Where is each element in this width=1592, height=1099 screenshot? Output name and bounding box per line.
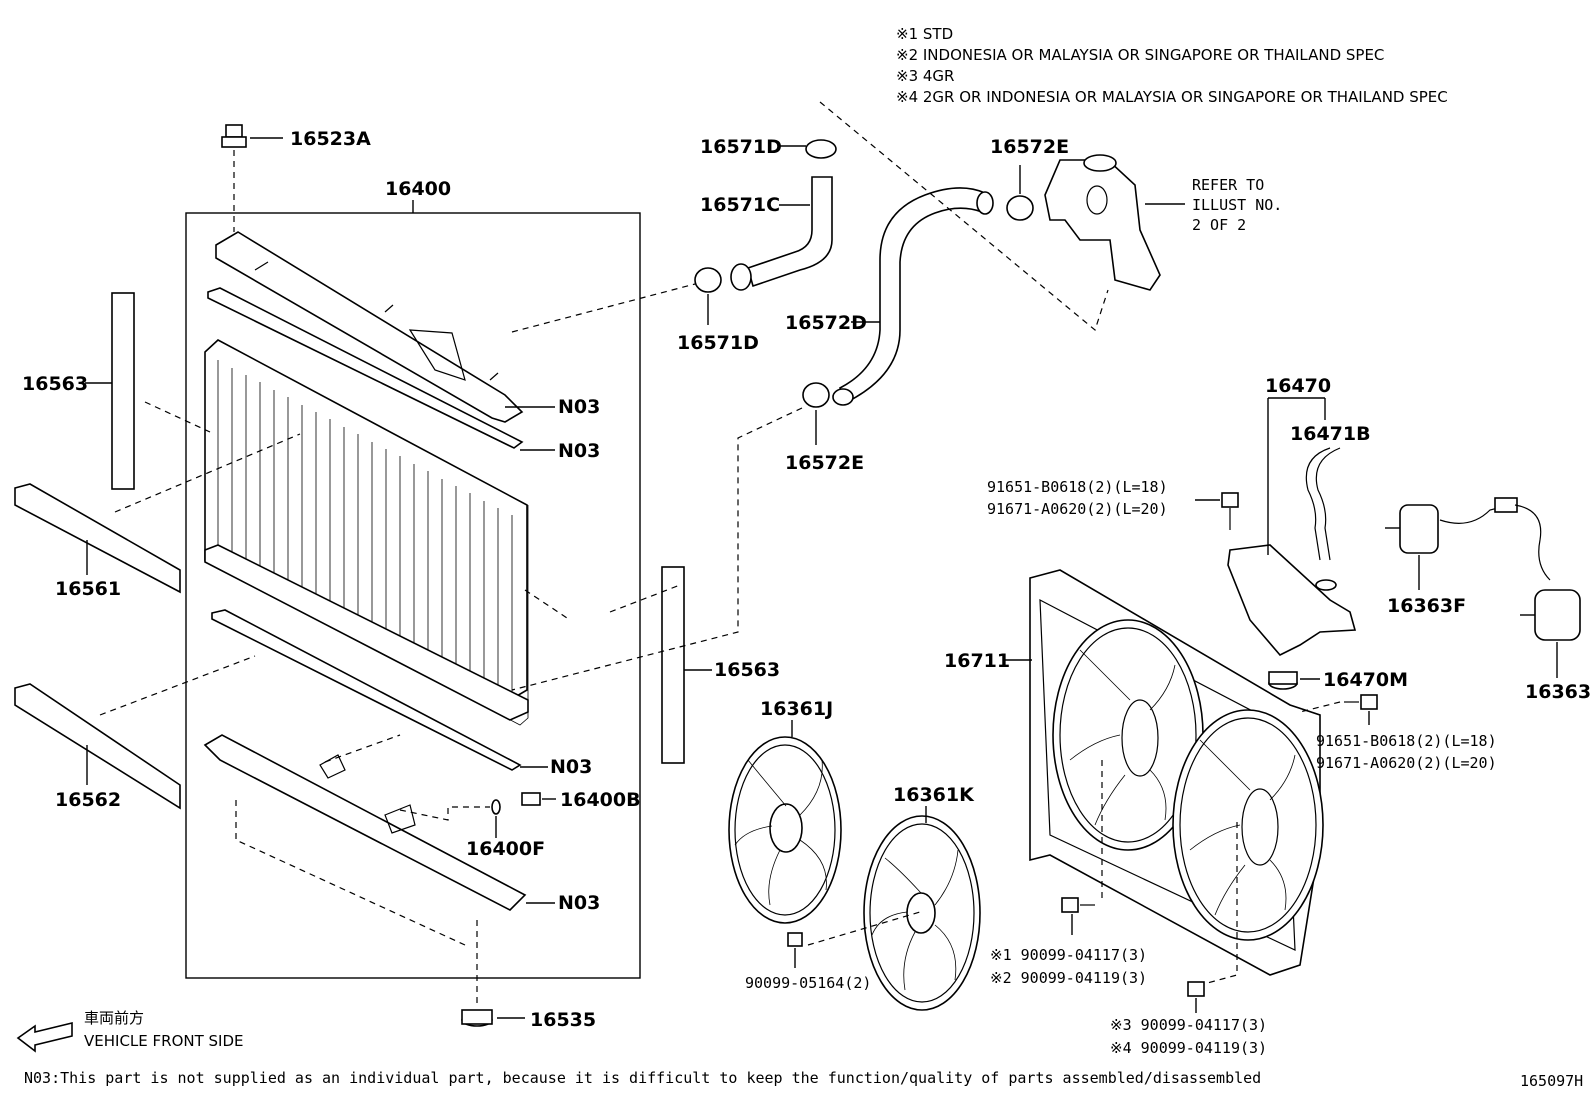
reservoir-16470: 16470 16471B (1227, 375, 1371, 656)
label-screw-4: ※4 90099-04119(3) (1110, 1039, 1267, 1057)
label-16572D: 16572D (785, 312, 867, 334)
label-screw-1: ※1 90099-04117(3) (990, 946, 1147, 964)
label-16561: 16561 (55, 578, 121, 600)
label-16711: 16711 (944, 650, 1010, 672)
seal-16563-right (661, 566, 685, 764)
label-16471B: 16471B (1290, 423, 1371, 445)
label-16571C: 16571C (700, 194, 780, 216)
label-16523A: 16523A (290, 128, 371, 150)
hose-16572D (838, 187, 986, 404)
water-outlet: REFER TO ILLUST NO. 2 OF 2 (1044, 154, 1282, 291)
lower-tank (203, 734, 527, 911)
label-bolt-a1: 91651-B0618(2)(L=18) (987, 478, 1168, 496)
fan-16361K: 16361K (807, 784, 981, 1011)
seal-16563-left (111, 292, 135, 490)
label-16400F: 16400F (466, 838, 545, 860)
label-90099-05164: 90099-05164(2) (745, 974, 871, 992)
label-bolt-b1: 91651-B0618(2)(L=18) (1316, 732, 1497, 750)
label-16363F: 16363F (1387, 595, 1466, 617)
label-bolt-a2: 91671-A0620(2)(L=20) (987, 500, 1168, 518)
diagram-code: 165097H (1520, 1072, 1583, 1090)
screws: ※1 90099-04117(3) ※2 90099-04119(3) ※3 9… (987, 478, 1497, 1057)
lower-hose-group: 16572D 16572E 16572E (511, 101, 1109, 691)
label-16563-right: 16563 (714, 659, 780, 681)
label-16400: 16400 (385, 178, 451, 200)
label-n03-1: N03 (558, 396, 600, 418)
footer-note: N03:This part is not supplied as an indi… (24, 1069, 1261, 1087)
note-1: ※1 STD (896, 25, 953, 43)
spec-notes: ※1 STD ※2 INDONESIA OR MALAYSIA OR SINGA… (896, 25, 1448, 106)
label-16562: 16562 (55, 789, 121, 811)
arrow-left-icon (16, 1021, 73, 1053)
label-16563-left: 16563 (22, 373, 88, 395)
motor-16363F: 16363F (1385, 497, 1551, 617)
label-16400B: 16400B (560, 789, 641, 811)
label-16571D-bottom: 16571D (677, 332, 759, 354)
cushion-16470M: 16470M (1268, 669, 1408, 691)
radiator-cap: 16523A (221, 124, 371, 232)
front-indicator: 車両前方 VEHICLE FRONT SIDE (16, 1009, 244, 1053)
motor-16363G: 16363G (1520, 589, 1592, 703)
label-screw-2: ※2 90099-04119(3) (990, 969, 1147, 987)
label-16571D-top: 16571D (700, 136, 782, 158)
label-16572E-top: 16572E (990, 136, 1069, 158)
drain-plug-16535: 16535 (461, 920, 596, 1031)
fan-16361J: 16361J (728, 698, 842, 924)
upper-tank (215, 231, 524, 423)
drain-cock: 16400B 16400F (399, 789, 641, 860)
seal-16562 (14, 683, 181, 810)
upper-gasket (207, 287, 524, 449)
refer-line2: ILLUST NO. (1192, 196, 1282, 214)
label-n03-3: N03 (550, 756, 592, 778)
label-n03-2: N03 (558, 440, 600, 462)
upper-hose-group: 16571D 16571C 16571D (511, 136, 837, 354)
radiator-assembly: 16400 (185, 178, 641, 979)
front-en: VEHICLE FRONT SIDE (84, 1032, 244, 1050)
refer-line1: REFER TO (1192, 176, 1264, 194)
nut-90099-05164: 90099-05164(2) (745, 932, 871, 992)
label-16470M: 16470M (1323, 669, 1408, 691)
note-3: ※3 4GR (896, 67, 954, 85)
label-16572E-bottom: 16572E (785, 452, 864, 474)
label-16363G: 16363G (1525, 681, 1592, 703)
seal-16561 (14, 483, 181, 594)
front-jp: 車両前方 (84, 1009, 144, 1027)
label-bolt-b2: 91671-A0620(2)(L=20) (1316, 754, 1497, 772)
refer-line3: 2 OF 2 (1192, 216, 1246, 234)
label-16361J: 16361J (760, 698, 833, 720)
label-n03-4: N03 (558, 892, 600, 914)
fan-shroud-16711: 16711 (944, 569, 1324, 986)
label-16470: 16470 (1265, 375, 1331, 397)
label-screw-3: ※3 90099-04117(3) (1110, 1016, 1267, 1034)
note-2: ※2 INDONESIA OR MALAYSIA OR SINGAPORE OR… (896, 46, 1384, 64)
lower-gasket (211, 609, 522, 771)
note-4: ※4 2GR OR INDONESIA OR MALAYSIA OR SINGA… (896, 88, 1448, 106)
hose-16571C (747, 176, 833, 288)
label-16361K: 16361K (893, 784, 975, 806)
label-16535: 16535 (530, 1009, 596, 1031)
